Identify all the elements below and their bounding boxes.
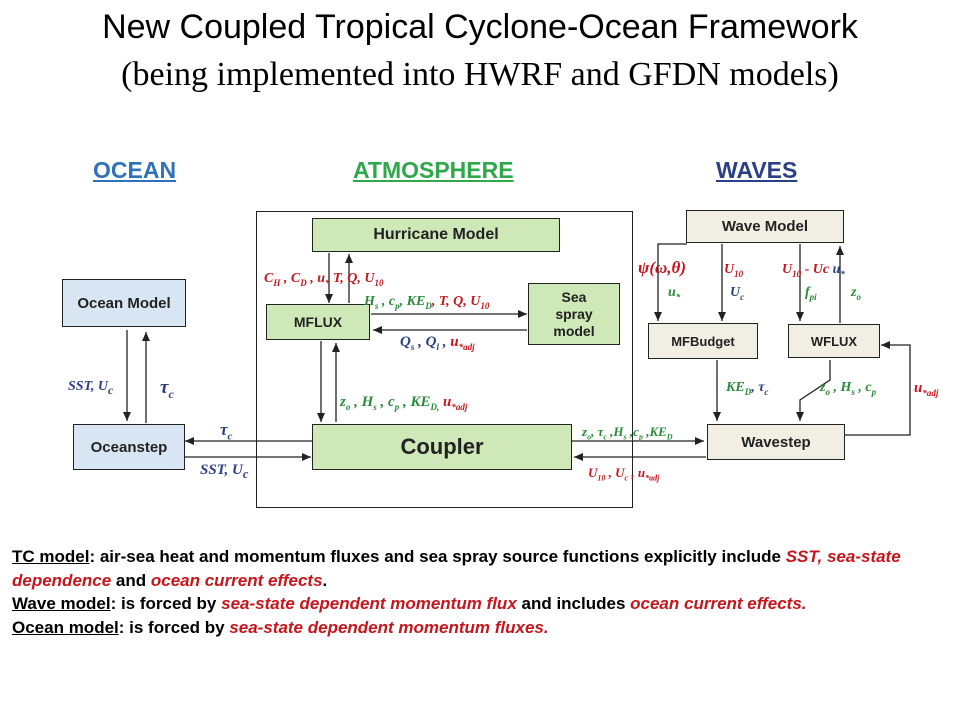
page-title: New Coupled Tropical Cyclone-Ocean Frame…: [102, 8, 858, 46]
label-atm-flux: Hs , cp, KED, T, Q, U10: [364, 294, 490, 311]
wavestep-box: Wavestep: [707, 424, 845, 460]
arrow-wavemodel-to-mfbudget: [654, 243, 687, 321]
label-wave-zo: zo: [851, 285, 861, 302]
label-ocean-sst-uc: SST, Uc: [68, 379, 114, 397]
atmosphere-panel: [256, 211, 633, 508]
wflux-box: WFLUX: [788, 324, 880, 358]
label-ocean-tau: τc: [160, 377, 174, 401]
note-tc-model: TC model: air-sea heat and momentum flux…: [12, 547, 901, 590]
label-coupler-tau: τc: [220, 420, 233, 443]
label-wave-u10-uc: U10 - Uc u*: [782, 262, 845, 279]
label-wave-ked: KED, τc: [726, 380, 769, 397]
arrow-wflux-to-wavestep: [796, 360, 831, 421]
label-wave-psi: ψ(ω,θ): [638, 258, 687, 277]
label-coup-wave-bot: U10 , Uc , u*adj: [588, 465, 660, 483]
heading-waves: WAVES: [716, 157, 798, 183]
page-subtitle: (being implemented into HWRF and GFDN mo…: [121, 56, 839, 93]
label-wave-uadj: u*adj: [914, 380, 939, 398]
hurricane-model-box: Hurricane Model: [312, 218, 560, 252]
wave-model-box: Wave Model: [686, 210, 844, 243]
heading-ocean: OCEAN: [93, 157, 177, 183]
label-coupler-sst: SST, Uc: [200, 462, 249, 481]
note-ocean-model: Ocean model: is forced by sea-state depe…: [12, 617, 549, 637]
note-wave-model: Wave model: is forced by sea-state depen…: [12, 594, 807, 614]
mfbudget-box: MFBudget: [648, 323, 758, 359]
coupler-box: Coupler: [312, 424, 572, 470]
label-wave-ustar: u*: [668, 285, 681, 302]
label-wave-uc: Uc: [730, 285, 745, 302]
label-atm-zo: zo , Hs , cp , KED, u*adj: [340, 394, 468, 412]
arrow-wavestep-to-wflux: [845, 341, 911, 436]
label-atm-ch-cd: CH , CD , u* T, Q, U10: [264, 271, 384, 288]
label-atm-qs-ql: Qs , Ql , u*adj: [400, 334, 475, 352]
label-wave-u10: U10: [724, 262, 744, 279]
ocean-model-box: Ocean Model: [62, 279, 186, 327]
sea-spray-box: Sea spray model: [528, 283, 620, 345]
mflux-box: MFLUX: [266, 304, 370, 340]
label-wave-zo-hs: zo , Hs , cp: [820, 380, 877, 397]
label-coup-wave-top: zo, τc ,Hs ,cp ,KED: [582, 424, 673, 442]
heading-atmosphere: ATMOSPHERE: [353, 157, 514, 183]
label-wave-fpi: fpi: [805, 285, 817, 302]
oceanstep-box: Oceanstep: [73, 424, 185, 470]
notes-section: TC model: air-sea heat and momentum flux…: [12, 545, 952, 639]
